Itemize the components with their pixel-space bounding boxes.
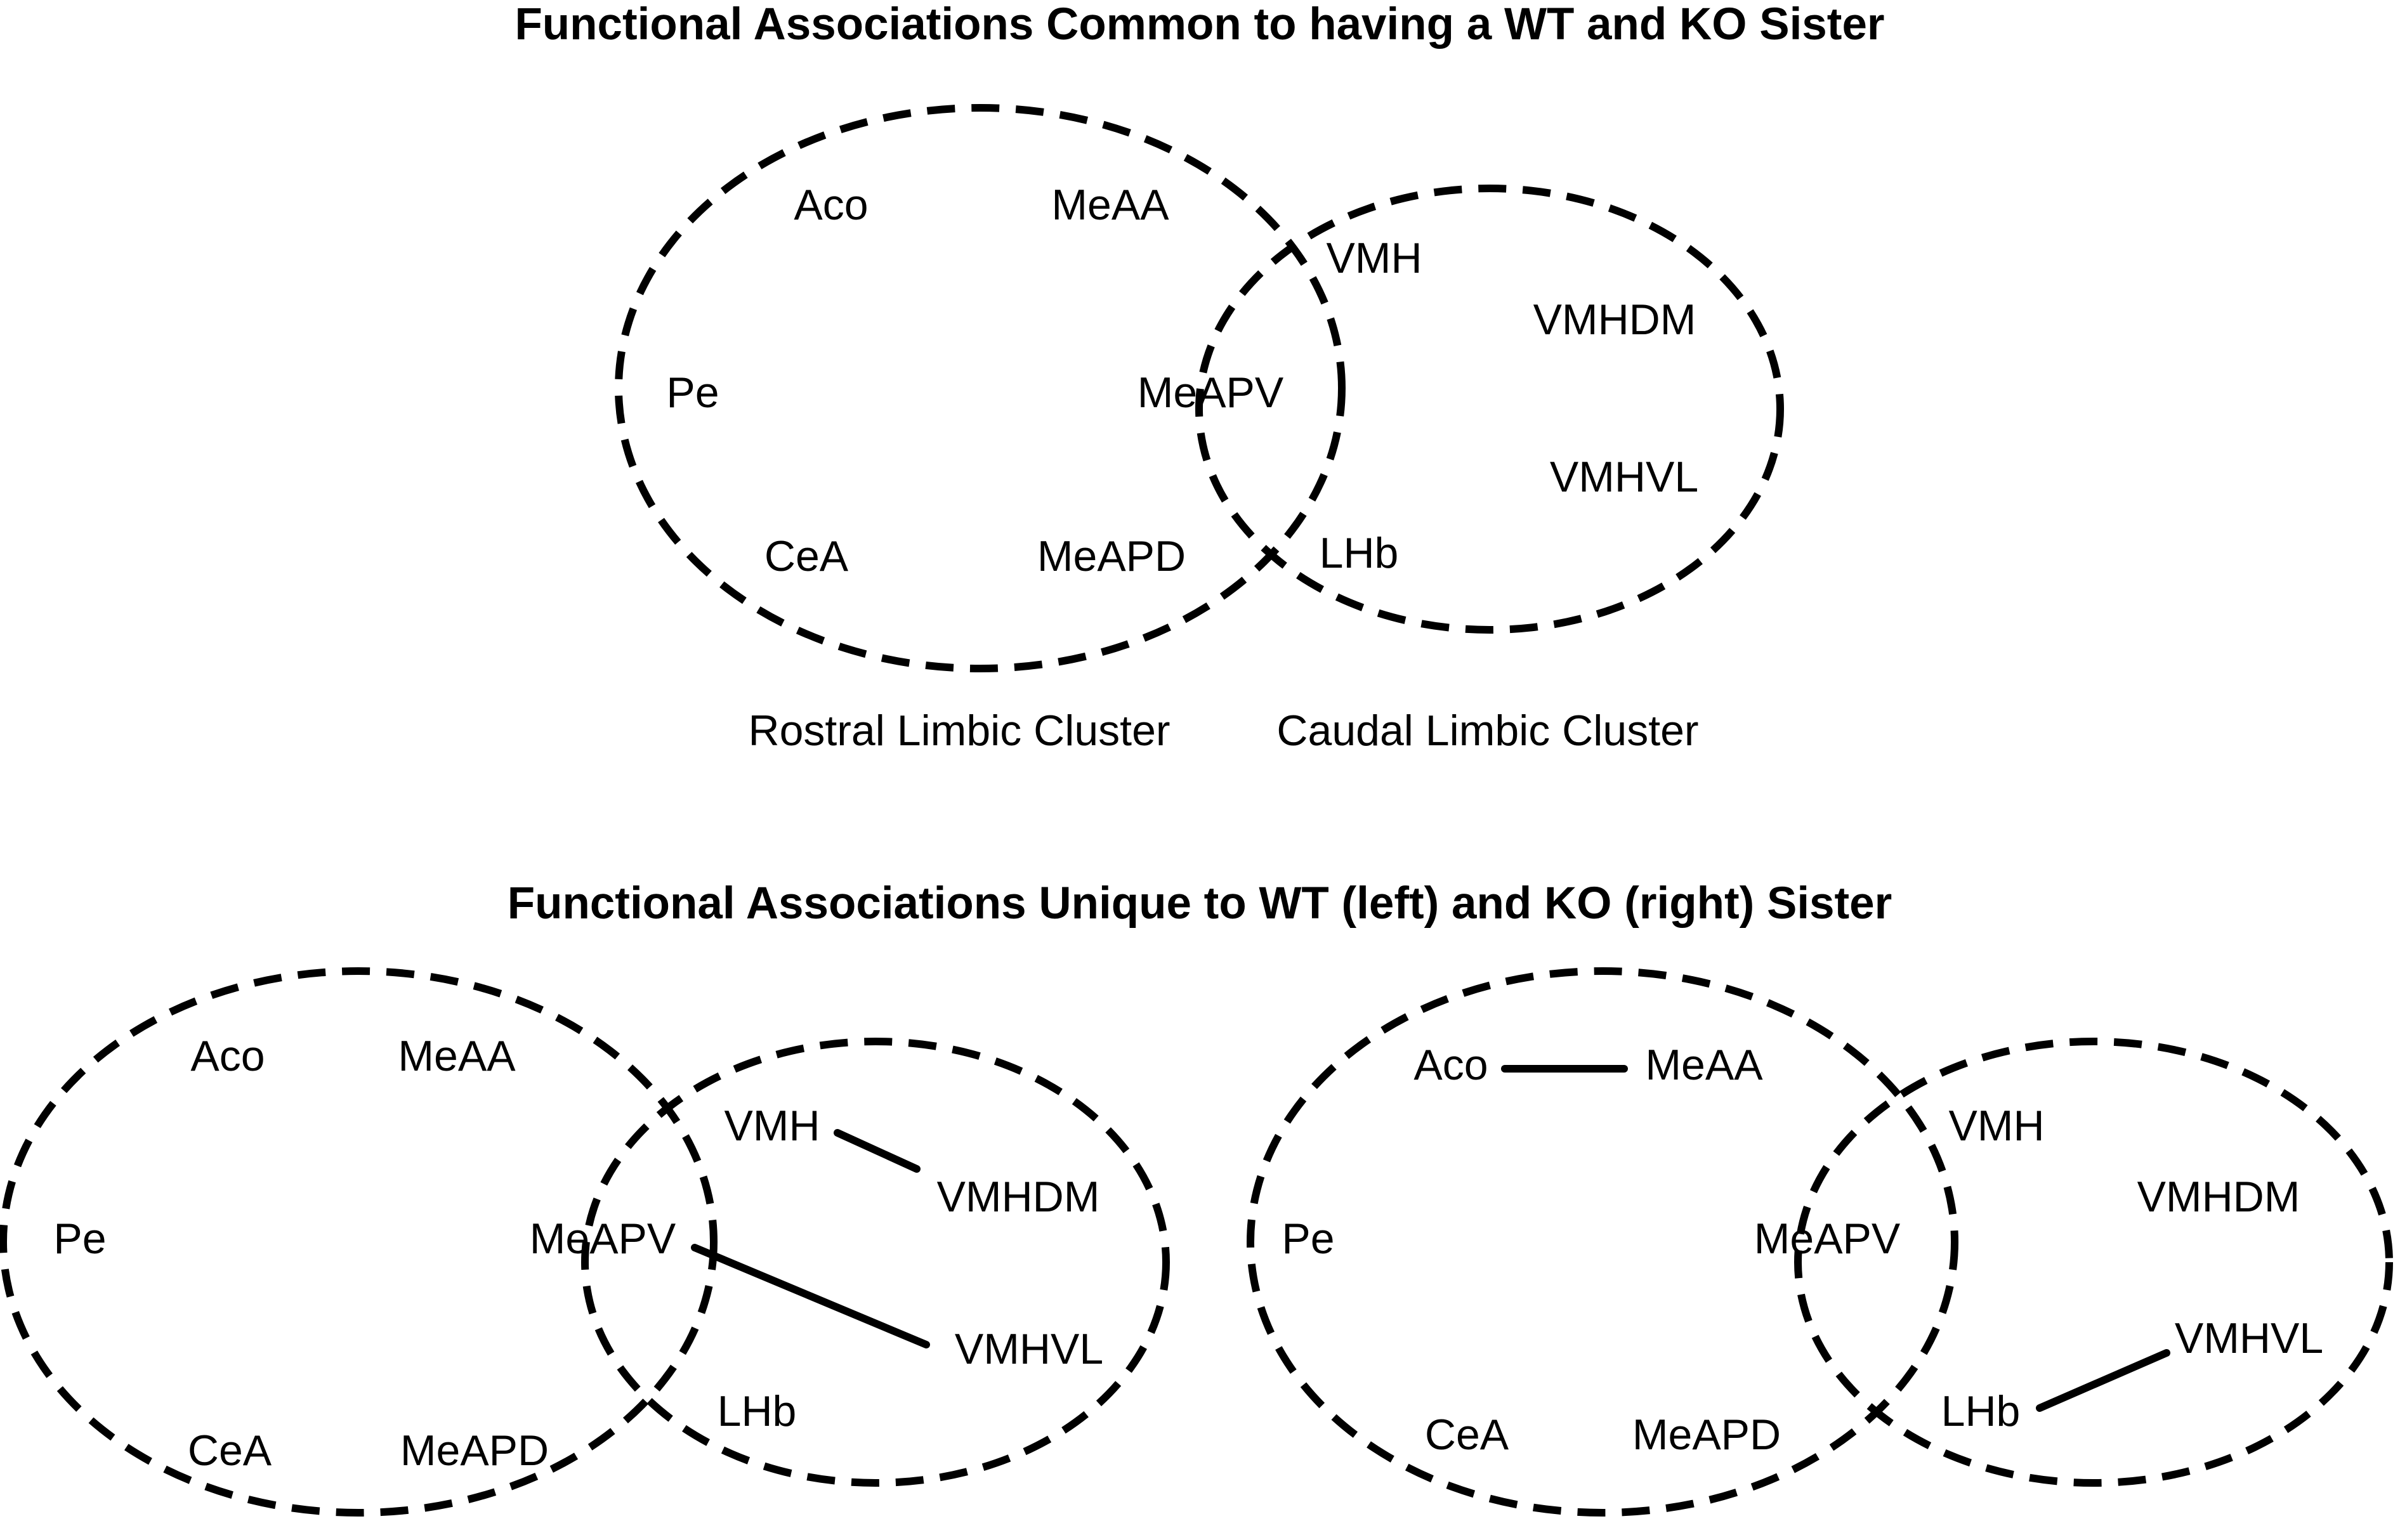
top-panel: Functional Associations Common to having… xyxy=(515,0,1884,755)
ko-region-meapd: MeAPD xyxy=(1632,1411,1781,1459)
top-region-lhb: LHb xyxy=(1320,529,1399,577)
bottom-panel: Functional Associations Unique to WT (le… xyxy=(0,878,2393,1517)
caudal-cluster-caption: Caudal Limbic Cluster xyxy=(1276,707,1698,755)
wt-region-aco: Aco xyxy=(190,1032,265,1080)
top-region-meapd: MeAPD xyxy=(1037,532,1186,580)
top-region-meaa: MeAA xyxy=(1051,181,1169,229)
wt-diagram: Aco MeAA Pe MeAPV CeA MeAPD VMH VMHDM VM… xyxy=(0,967,1170,1517)
ko-region-meaa: MeAA xyxy=(1645,1041,1763,1089)
ko-region-vmh: VMH xyxy=(1948,1102,2044,1150)
ko-region-vmhdm: VMHDM xyxy=(2137,1173,2300,1221)
top-rostral-cluster-outline xyxy=(615,104,1346,672)
top-region-pe: Pe xyxy=(666,369,719,417)
top-region-aco: Aco xyxy=(794,181,868,229)
wt-region-pe: Pe xyxy=(53,1215,106,1263)
ko-diagram: Aco MeAA Pe MeAPV CeA MeAPD VMH VMHDM VM… xyxy=(1247,967,2393,1517)
wt-region-meaa: MeAA xyxy=(398,1032,516,1080)
ko-rostral-cluster-outline xyxy=(1247,967,1958,1517)
ko-region-vmhvl: VMHVL xyxy=(2175,1314,2323,1362)
top-region-vmh: VMH xyxy=(1326,234,1422,282)
ko-region-meapv: MeAPV xyxy=(1754,1215,1901,1263)
wt-region-meapv: MeAPV xyxy=(530,1215,676,1263)
wt-rostral-cluster-outline xyxy=(0,967,718,1517)
ko-link-lhb-vmhvl xyxy=(2036,1349,2170,1412)
top-region-vmhvl: VMHVL xyxy=(1550,453,1698,501)
top-region-vmhdm: VMHDM xyxy=(1533,296,1696,344)
ko-region-cea: CeA xyxy=(1425,1411,1509,1459)
ko-caudal-cluster-outline xyxy=(1794,1038,2393,1487)
top-region-meapv: MeAPV xyxy=(1138,369,1284,417)
wt-region-lhb: LHb xyxy=(718,1387,797,1435)
wt-region-vmh: VMH xyxy=(724,1102,820,1150)
rostral-cluster-caption: Rostral Limbic Cluster xyxy=(748,707,1170,755)
wt-region-cea: CeA xyxy=(188,1426,272,1475)
wt-link-vmh-vmhdm xyxy=(834,1129,921,1173)
top-panel-title: Functional Associations Common to having… xyxy=(515,0,1884,49)
top-caudal-cluster-outline xyxy=(1195,185,1784,634)
wt-link-meapv-vmhvl xyxy=(691,1244,930,1348)
ko-region-pe: Pe xyxy=(1282,1215,1334,1263)
wt-region-vmhvl: VMHVL xyxy=(955,1325,1103,1373)
top-region-cea: CeA xyxy=(764,532,849,580)
wt-region-vmhdm: VMHDM xyxy=(937,1173,1100,1221)
wt-caudal-cluster-outline xyxy=(581,1038,1170,1487)
wt-region-meapd: MeAPD xyxy=(400,1426,549,1475)
ko-region-aco: Aco xyxy=(1413,1041,1488,1089)
bottom-panel-title: Functional Associations Unique to WT (le… xyxy=(508,878,1892,929)
ko-region-lhb: LHb xyxy=(1941,1387,2021,1435)
